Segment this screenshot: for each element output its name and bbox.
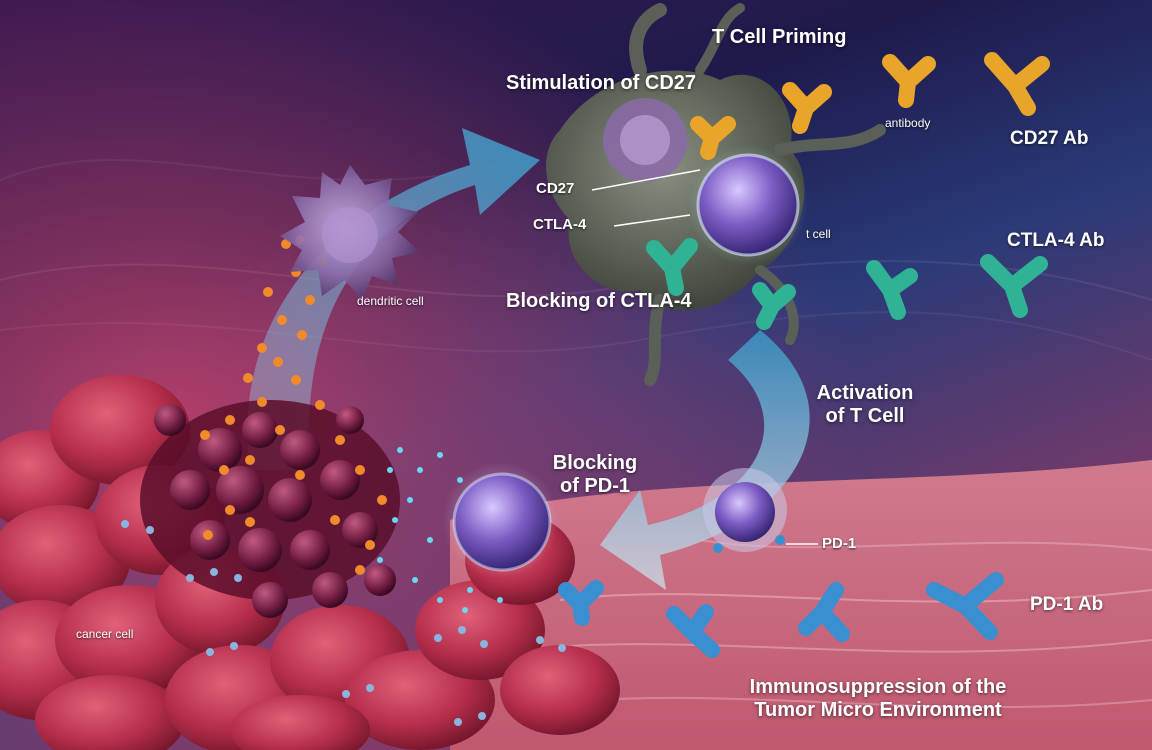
label-immuno-line1: Immunosuppression of the — [749, 676, 1007, 698]
label-blocking-pd1-line1: Blocking — [552, 452, 638, 474]
label-ctla4: CTLA-4 — [533, 216, 587, 233]
label-stimulation-cd27: Stimulation of CD27 — [506, 72, 697, 94]
label-ctla4-ab: CTLA-4 Ab — [1007, 230, 1105, 251]
t-cell-activated — [703, 468, 787, 553]
dendritic-cell — [280, 165, 420, 300]
label-blocking-pd1-line2: of PD-1 — [560, 475, 630, 497]
label-pd1: PD-1 — [822, 535, 857, 552]
label-immuno-line2: Tumor Micro Environment — [754, 699, 1002, 721]
label-activation-of-t-cell: Activation of T Cell — [802, 382, 928, 428]
cytokine-particles — [377, 447, 503, 613]
title-t-cell-priming: T Cell Priming — [712, 26, 847, 48]
tumor-mass — [0, 375, 620, 750]
label-blocking-of-pd1: Blocking of PD-1 — [540, 452, 650, 498]
label-blocking-ctla4: Blocking of CTLA-4 — [506, 290, 692, 312]
label-pd1-ab: PD-1 Ab — [1030, 594, 1104, 615]
label-activation-line1: Activation — [816, 382, 914, 404]
label-cd27: CD27 — [536, 180, 575, 197]
label-immunosuppression: Immunosuppression of the Tumor Micro Env… — [720, 676, 1036, 722]
label-cd27-ab: CD27 Ab — [1010, 128, 1089, 149]
dendritic-cell-contact — [603, 98, 687, 182]
cd27-antibodies — [690, 52, 1050, 160]
label-t-cell: t cell — [806, 227, 831, 241]
pd1-antibodies — [558, 572, 1004, 658]
label-cancer-cell: cancer cell — [76, 627, 134, 641]
t-cell-tumor — [442, 462, 558, 578]
label-antibody: antibody — [885, 116, 931, 130]
ctla4-antibodies — [646, 238, 1048, 330]
label-dendritic-cell: dendritic cell — [357, 294, 424, 308]
t-cell-top — [688, 145, 808, 265]
pdl1-markers — [121, 520, 566, 726]
label-activation-line2: of T Cell — [825, 405, 905, 427]
